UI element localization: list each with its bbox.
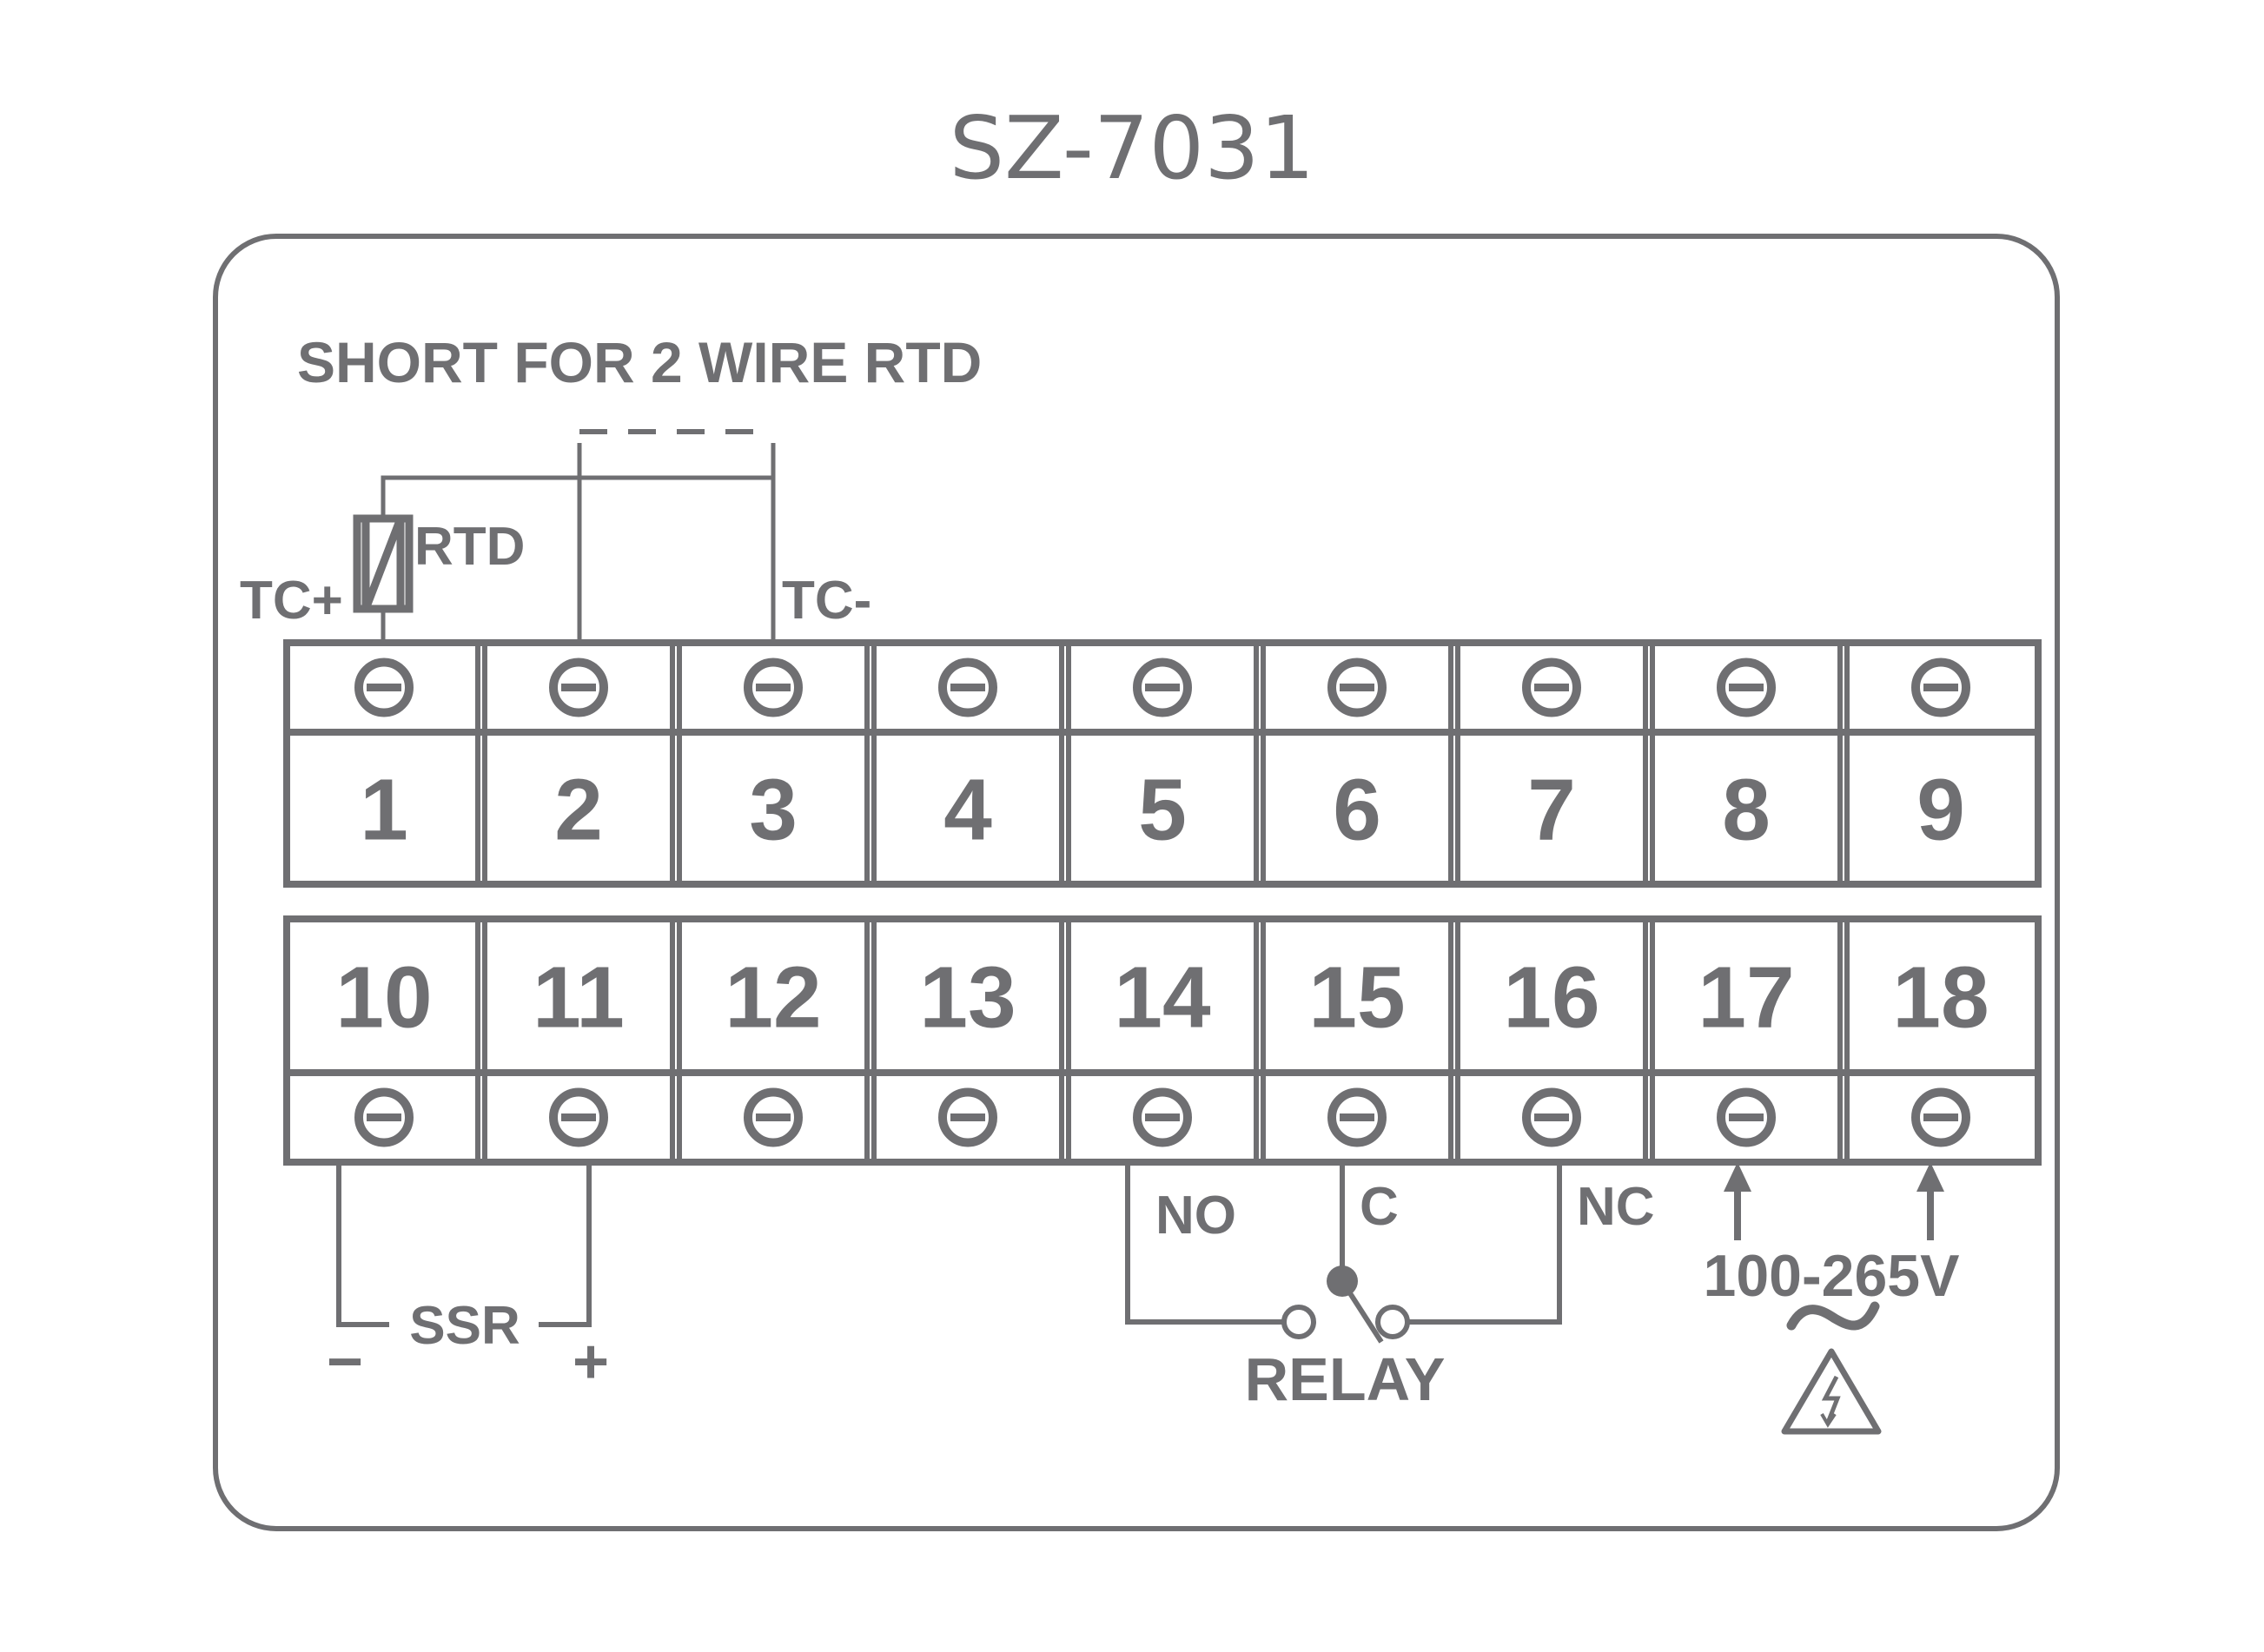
screw-terminal-icon: [1911, 657, 1970, 717]
rtd-wiring: [381, 429, 776, 643]
screw-terminal-icon: [1911, 1087, 1970, 1147]
screw-terminal-icon: [1717, 657, 1776, 717]
rtd-resistor-icon: [353, 514, 414, 613]
terminal-number-3: 3: [749, 762, 798, 859]
high-voltage-warning-icon: [1781, 1348, 1882, 1435]
terminal-number-2: 2: [554, 762, 603, 859]
terminal-strip-frame: [283, 915, 2042, 1166]
bottom-terminal-strip: 10 11 12 13 14 15 16 17 18: [283, 915, 2042, 1166]
tc-plus-label: TC+: [240, 571, 343, 631]
screw-terminal-icon: [938, 1087, 997, 1147]
rtd-label: RTD: [414, 517, 525, 577]
terminal-number-1: 1: [360, 762, 408, 859]
screw-terminal-icon: [1133, 1087, 1192, 1147]
terminal-number-15: 15: [1308, 949, 1405, 1047]
tc-minus-label: TC-: [782, 571, 871, 631]
terminal-number-18: 18: [1892, 949, 1989, 1047]
power-voltage-label: 100-265V: [1704, 1243, 1960, 1309]
relay-c-label: C: [1360, 1177, 1399, 1237]
relay-nc-contact-icon: [1375, 1305, 1410, 1339]
screw-terminal-icon: [744, 657, 803, 717]
screw-terminal-icon: [549, 1087, 608, 1147]
relay-common-pivot-icon: [1327, 1265, 1358, 1297]
screw-terminal-icon: [1522, 657, 1581, 717]
screw-terminal-icon: [1327, 1087, 1387, 1147]
relay-nc-label: NC: [1577, 1177, 1655, 1237]
ssr-minus-label: −: [327, 1327, 363, 1397]
screw-terminal-icon: [354, 1087, 414, 1147]
ac-wave-icon: [1786, 1301, 1880, 1331]
relay-no-contact-icon: [1281, 1305, 1316, 1339]
terminal-number-12: 12: [725, 949, 821, 1047]
terminal-number-14: 14: [1114, 949, 1211, 1047]
relay-no-label: NO: [1155, 1186, 1236, 1246]
ssr-plus-label: +: [573, 1327, 609, 1397]
ssr-label: SSR: [409, 1296, 520, 1356]
screw-terminal-icon: [549, 657, 608, 717]
outer-frame: [213, 234, 2060, 1531]
screw-terminal-icon: [1133, 657, 1192, 717]
terminal-number-10: 10: [335, 949, 432, 1047]
short-note: SHORT FOR 2 WIRE RTD: [297, 330, 982, 394]
screw-terminal-icon: [938, 657, 997, 717]
power-input-arrows: [1724, 1162, 1944, 1240]
model-title: SZ-7031: [950, 97, 1315, 199]
terminal-number-13: 13: [919, 949, 1016, 1047]
terminal-number-8: 8: [1722, 762, 1771, 859]
screw-terminal-icon: [1522, 1087, 1581, 1147]
ssr-wiring: [336, 1162, 592, 1327]
screw-terminal-icon: [1327, 657, 1387, 717]
screw-terminal-icon: [354, 657, 414, 717]
terminal-strip-frame: [283, 639, 2042, 888]
terminal-number-6: 6: [1333, 762, 1381, 859]
relay-label: RELAY: [1245, 1345, 1446, 1413]
screw-terminal-icon: [744, 1087, 803, 1147]
terminal-number-4: 4: [943, 762, 992, 859]
terminal-number-5: 5: [1138, 762, 1187, 859]
terminal-number-7: 7: [1527, 762, 1576, 859]
top-terminal-strip: 1 2 3 4 5 6 7 8 9: [283, 639, 2042, 888]
terminal-number-11: 11: [533, 949, 625, 1047]
terminal-number-9: 9: [1916, 762, 1965, 859]
terminal-number-16: 16: [1503, 949, 1599, 1047]
terminal-number-17: 17: [1698, 949, 1794, 1047]
screw-terminal-icon: [1717, 1087, 1776, 1147]
